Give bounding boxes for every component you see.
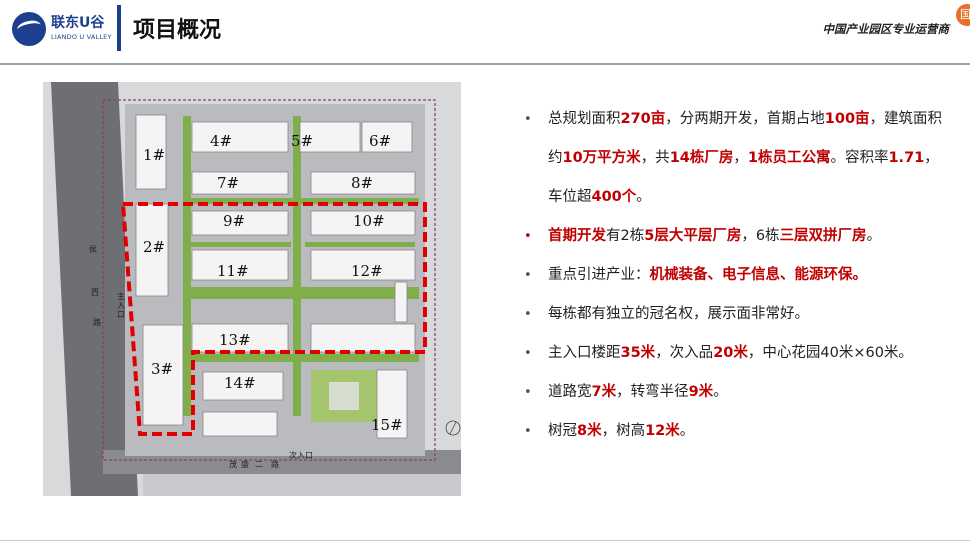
highlight-text: 10万平方米 <box>562 150 641 166</box>
bullet-text: ，分两期开发，首期占地 <box>665 111 825 127</box>
building-label: 11# <box>217 262 249 280</box>
compass-icon <box>445 420 461 436</box>
bullet-text: ，6栋 <box>741 228 780 244</box>
highlight-text: 270亩 <box>620 111 666 127</box>
bullet-text: 。 <box>866 228 882 244</box>
bullet-text: 总规划面积 <box>548 111 621 127</box>
bullet-text: 。 <box>679 423 695 439</box>
footer-divider <box>0 540 970 541</box>
bullet-item: 总规划面积270亩，分两期开发，首期占地100亩，建筑面积约10万平方米，共14… <box>524 100 944 217</box>
road-label: 路 <box>93 318 101 327</box>
bullet-text: 树冠 <box>548 423 577 439</box>
highlight-text: 7米 <box>591 384 617 400</box>
road-label: 茂 <box>229 460 237 469</box>
site-plan-map: 1# 2# 3# 4# 5# 6# 7# 8# 9# 10# 11# 12# 1… <box>43 82 461 496</box>
highlight-text: 首期开发 <box>548 228 606 244</box>
logo-icon <box>12 12 46 46</box>
header: 联东U谷 LIANDO U VALLEY 项目概况 中国产业园区专业运营商 国 <box>0 0 970 58</box>
highlight-text: 三层双拼厂房 <box>779 228 867 244</box>
header-divider <box>0 63 970 65</box>
building-label: 13# <box>219 331 251 349</box>
bullet-item: 首期开发有2栋5层大平层厂房，6栋三层双拼厂房。 <box>524 217 944 256</box>
building-label: 8# <box>351 174 374 192</box>
highlight-text: 14栋厂房 <box>669 150 734 166</box>
road-label: 二 <box>255 460 263 469</box>
site-plan-drawing <box>43 82 461 496</box>
bullet-text: 主入口楼距 <box>548 345 621 361</box>
highlight-text: 机械装备、电子信息、能源环保。 <box>649 267 868 283</box>
building-label: 12# <box>351 262 383 280</box>
bullet-item: 树冠8米，树高12米。 <box>524 412 944 451</box>
highlight-text: 100亩 <box>824 111 870 127</box>
building-label: 7# <box>217 174 240 192</box>
highlight-text: 35米 <box>620 345 656 361</box>
main-entrance-label: 主入口 <box>117 292 125 319</box>
highlight-text: 400个 <box>591 189 637 205</box>
building-label: 9# <box>223 212 246 230</box>
building-label: 6# <box>369 132 392 150</box>
bullet-text: 每栋都有独立的冠名权，展示面非常好。 <box>548 306 809 322</box>
bullet-item: 重点引进产业：机械装备、电子信息、能源环保。 <box>524 256 944 295</box>
logo-name: 联东U谷 <box>51 15 105 31</box>
building-label: 5# <box>291 132 314 150</box>
highlight-text: 5层大平层厂房 <box>644 228 742 244</box>
building-label: 15# <box>371 416 403 434</box>
bullet-text: ，建筑面积约 <box>548 111 943 166</box>
building-blocks <box>135 114 416 439</box>
highlight-text: 12米 <box>645 423 680 439</box>
bullet-text: ，次入品 <box>655 345 714 361</box>
bullet-text: ，共 <box>640 150 670 166</box>
bullet-text: ，树高 <box>601 423 646 439</box>
bullet-text: 。 <box>636 189 651 205</box>
bullet-item: 每栋都有独立的冠名权，展示面非常好。 <box>524 295 944 334</box>
bullet-item: 道路宽7米，转弯半径9米。 <box>524 373 944 412</box>
highlight-text: 1.71 <box>888 150 925 166</box>
road-label: 侯 <box>89 245 97 254</box>
highlight-text: 8米 <box>577 423 602 439</box>
highlight-text: 1栋员工公寓 <box>747 150 831 166</box>
building-label: 10# <box>353 212 385 230</box>
building-label: 3# <box>151 360 174 378</box>
main-road <box>51 82 138 496</box>
bullet-text: 。容积率 <box>830 150 889 166</box>
road-label: 路 <box>271 460 279 469</box>
road-label: 西 <box>91 288 99 297</box>
highlight-text: 20米 <box>713 345 748 361</box>
highlight-text: 9米 <box>688 384 714 400</box>
bullet-text: ，中心花园40米×60米。 <box>747 345 913 361</box>
corner-badge-icon[interactable]: 国 <box>956 4 970 26</box>
tree-strips <box>183 116 419 416</box>
road-label: 盛 <box>241 460 249 469</box>
building-label: 1# <box>143 146 166 164</box>
page-title: 项目概况 <box>133 18 222 43</box>
bullet-text: ，转弯半径 <box>616 384 689 400</box>
bullet-item: 主入口楼距35米，次入品20米，中心花园40米×60米。 <box>524 334 944 373</box>
bullet-text: 道路宽 <box>548 384 592 400</box>
title-accent-bar <box>117 5 121 51</box>
bullet-text: ，车位超 <box>548 150 939 205</box>
project-overview-list: 总规划面积270亩，分两期开发，首期占地100亩，建筑面积约10万平方米，共14… <box>524 100 944 451</box>
site-boundary <box>102 99 436 461</box>
slogan: 中国产业园区专业运营商 <box>822 22 950 36</box>
bullet-text: 重点引进产业： <box>548 267 650 283</box>
bullet-text: 。 <box>713 384 728 400</box>
phase-one-boundary <box>120 202 427 436</box>
logo-subtitle: LIANDO U VALLEY <box>51 33 112 41</box>
building-label: 14# <box>224 374 256 392</box>
secondary-entrance-label: 次入口 <box>289 451 313 460</box>
bullet-text: 有2栋 <box>606 228 645 244</box>
bullet-text: ， <box>733 150 748 166</box>
building-label: 4# <box>210 132 233 150</box>
building-label: 2# <box>143 238 166 256</box>
